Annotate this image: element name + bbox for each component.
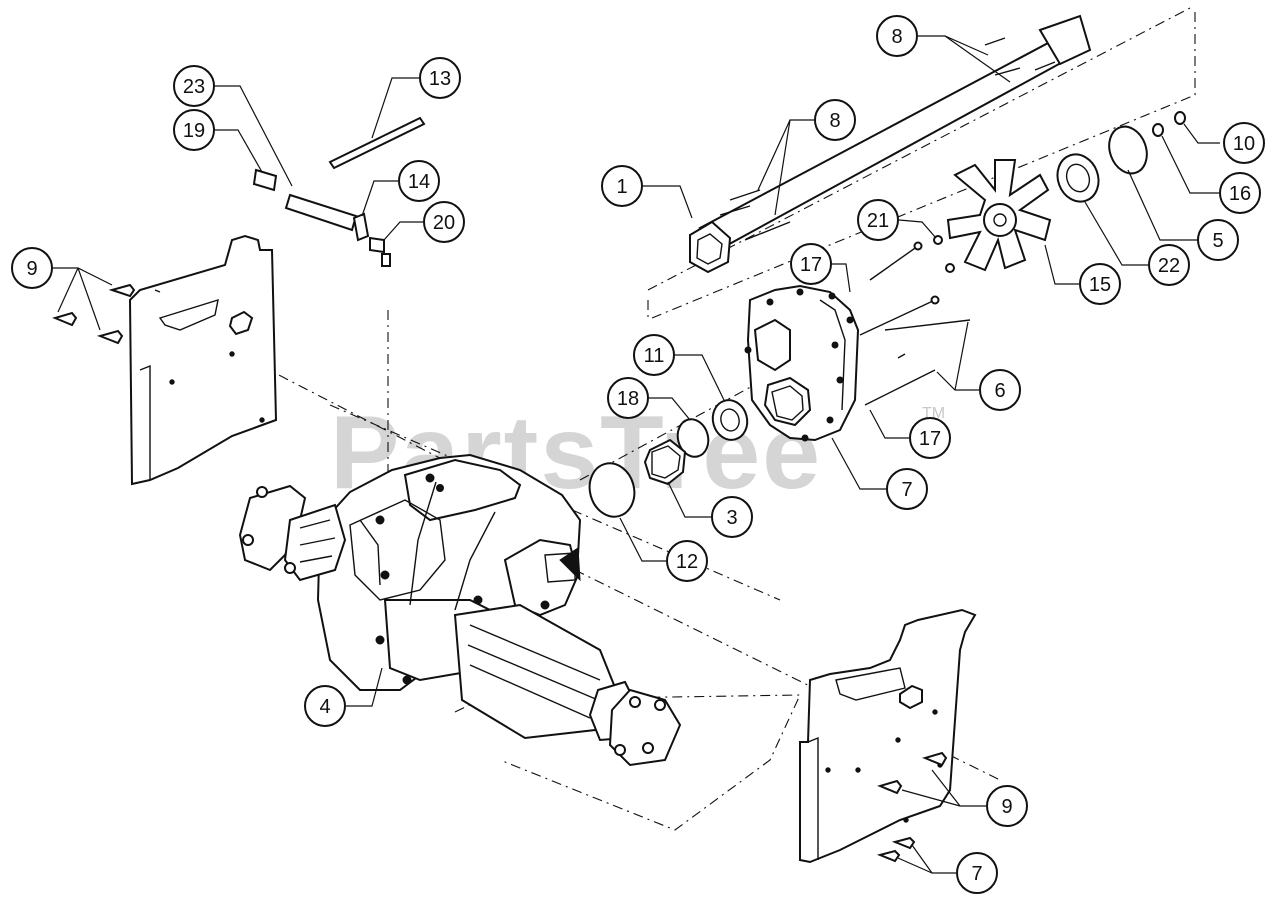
- callout-label: 6: [994, 380, 1005, 402]
- right-plate-bolts: [876, 751, 948, 863]
- nut-10: [1174, 111, 1186, 125]
- callout-label: 17: [800, 254, 822, 276]
- callout-label: 5: [1212, 230, 1223, 252]
- right-mounting-plate: [799, 608, 977, 864]
- callout-label: 13: [429, 68, 451, 90]
- callout-1: 1: [601, 165, 693, 219]
- callout-label: 7: [901, 479, 912, 501]
- bolt-hole: [855, 767, 861, 773]
- drive-shaft: [689, 14, 1092, 274]
- callout-9-left: 9: [11, 247, 113, 331]
- fitting-20: [369, 236, 385, 254]
- callout-15: 15: [1044, 244, 1121, 305]
- callout-label: 23: [183, 76, 205, 98]
- callout-10: 10: [1183, 122, 1265, 164]
- bolt-hole: [903, 817, 909, 823]
- callout-label: 20: [433, 212, 455, 234]
- bearing-ring-18: [676, 418, 710, 458]
- callout-21: 21: [857, 199, 937, 241]
- o-ring-12: [588, 462, 636, 518]
- callout-label: 11: [644, 345, 665, 367]
- callout-label: 1: [616, 176, 627, 198]
- callout-23: 23: [173, 65, 293, 187]
- seal-11: [711, 399, 749, 441]
- callout-4: 4: [304, 667, 383, 727]
- fan-pulley-assembly: [933, 111, 1186, 273]
- bolt-hole: [932, 709, 938, 715]
- callout-label: 18: [617, 388, 639, 410]
- long-bolts: [859, 241, 971, 406]
- nut-16: [1152, 123, 1164, 137]
- left-mounting-plate: [128, 234, 278, 486]
- callouts: 1 3 4 5 6 7: [11, 15, 1265, 894]
- callout-20: 20: [383, 201, 465, 243]
- bolt-hole: [259, 417, 265, 423]
- callout-17-bottom: 17: [869, 409, 951, 459]
- callout-label: 10: [1233, 133, 1255, 155]
- callout-14: 14: [361, 160, 440, 217]
- housing-pump: [744, 284, 860, 442]
- callout-7-plate: 7: [897, 844, 998, 894]
- callout-label: 16: [1229, 183, 1251, 205]
- callout-label: 22: [1158, 255, 1180, 277]
- control-linkage: [252, 116, 426, 267]
- callout-label: 3: [726, 507, 737, 529]
- callout-16: 16: [1161, 135, 1261, 214]
- callout-label: 15: [1089, 274, 1111, 296]
- callout-3: 3: [667, 481, 753, 538]
- callout-19: 19: [173, 109, 263, 173]
- callout-label: 21: [867, 210, 889, 232]
- callout-label: 8: [891, 26, 902, 48]
- left-axle-hub: [238, 484, 347, 582]
- callout-5: 5: [1127, 169, 1239, 261]
- bolt-hole: [825, 767, 831, 773]
- seals-and-gear: [588, 399, 749, 518]
- pulley-22: [1056, 153, 1100, 203]
- control-rod-13: [328, 116, 426, 170]
- callout-12: 12: [619, 517, 708, 582]
- callout-6: 6: [936, 321, 1021, 411]
- callout-label: 19: [183, 120, 205, 142]
- callout-13: 13: [371, 57, 461, 139]
- bracket-14: [352, 212, 370, 242]
- callout-11: 11: [633, 334, 725, 401]
- callout-8-top: 8: [876, 15, 1011, 83]
- callout-label: 9: [26, 258, 37, 280]
- fitting-19: [252, 168, 278, 192]
- callout-17-top: 17: [790, 243, 851, 293]
- washer-5: [1108, 125, 1148, 175]
- right-axle-hub: [453, 603, 682, 767]
- bolt-hole: [169, 379, 175, 385]
- callout-label: 17: [919, 428, 941, 450]
- callout-9-right: 9: [901, 769, 1028, 827]
- callout-label: 9: [1001, 796, 1012, 818]
- bolt-hole: [895, 737, 901, 743]
- bolt-hole: [229, 351, 235, 357]
- link-23: [284, 193, 358, 232]
- callout-label: 8: [829, 110, 840, 132]
- callout-label: 12: [676, 551, 698, 573]
- callout-label: 14: [408, 171, 430, 193]
- callout-label: 4: [319, 696, 330, 718]
- callout-label: 7: [971, 863, 982, 885]
- callout-8-mid: 8: [757, 99, 856, 216]
- left-bolts: [51, 283, 161, 345]
- callout-22: 22: [1084, 201, 1190, 286]
- callout-7-housing: 7: [831, 437, 928, 510]
- callout-18: 18: [607, 377, 691, 421]
